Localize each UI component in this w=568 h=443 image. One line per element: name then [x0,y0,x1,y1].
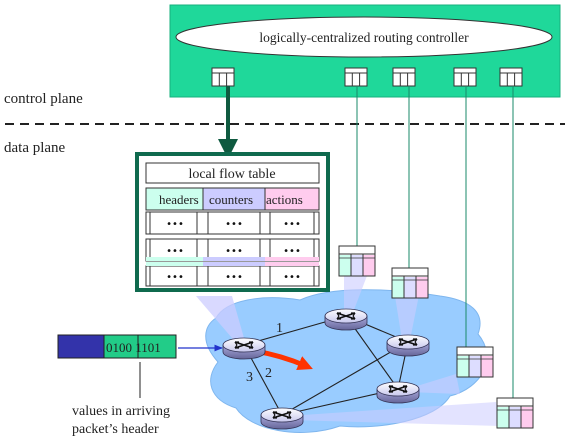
link-label-1: 1 [276,321,283,336]
row-dots: ••• [283,272,301,283]
router-icon [222,337,266,360]
row-dots: ••• [225,272,243,283]
light-beam [196,296,246,345]
router-flow-table-icon [338,245,376,277]
link-label-3: 3 [246,370,253,385]
header-values-caption: values in arriving packet’s header [72,403,170,439]
controller-table-icon [499,67,523,87]
light-beam [394,290,420,340]
row-dots: ••• [166,219,184,230]
control-plane-label: control plane [4,91,83,107]
light-beam [344,268,370,315]
router-flow-table-icon [496,397,534,429]
packet: 0100 1101 [57,334,177,359]
router-flow-table-icon [391,267,429,299]
light-beam [288,402,500,426]
packet-header-bits: 0100 1101 [106,340,161,355]
controller-table-icon [344,67,368,87]
local-flow-table: local flow table headers counters action… [135,152,330,292]
caption-line-2: packet’s header [72,422,159,437]
controller-table-icon [453,67,477,87]
router-icon [386,334,430,357]
data-plane-label: data plane [4,140,66,156]
col-actions-label: actions [266,192,303,207]
flow-table-title: local flow table [188,167,275,182]
row-dots: ••• [225,246,243,257]
router-icon [376,381,420,404]
router-icon [260,407,304,430]
router-flow-table-icon [456,346,494,378]
col-counters-label: counters [209,192,253,207]
controller-table-icon [211,67,235,87]
caption-line-1: values in arriving [72,404,170,419]
row-dots: ••• [225,219,243,230]
col-headers-label: headers [159,192,199,207]
table-arrows [354,86,516,405]
row-dots: ••• [283,219,301,230]
controller-label: logically-centralized routing controller [259,30,469,45]
row-dots: ••• [166,272,184,283]
router-icon [324,308,368,331]
link-label-2: 2 [265,366,272,381]
row-dots: ••• [166,246,184,257]
row-dots: ••• [283,246,301,257]
controller-ellipse [175,16,553,58]
controller-table-icon [392,67,416,87]
